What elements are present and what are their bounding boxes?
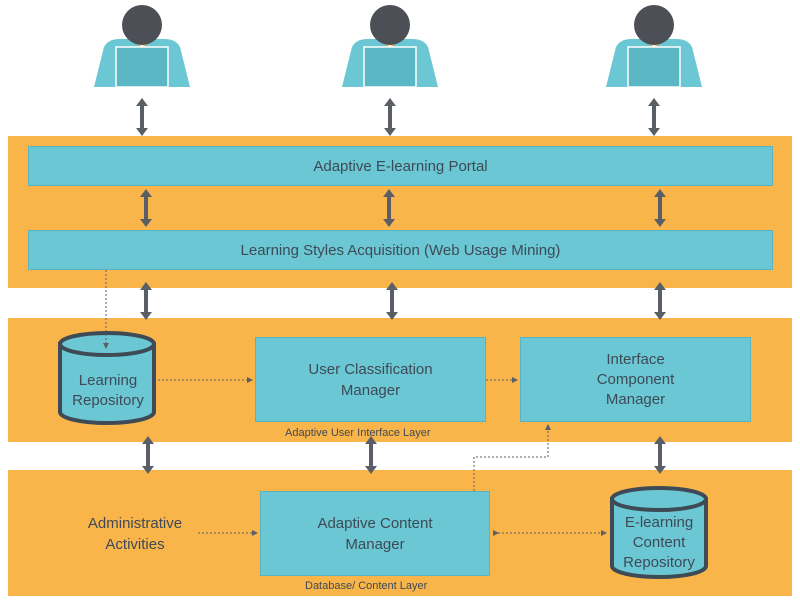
user-icon <box>341 4 439 88</box>
content-repository-line2: Content <box>632 534 686 551</box>
content-layer-caption: Database/ Content Layer <box>305 580 428 592</box>
acquisition-bar: Learning Styles Acquisition (Web Usage M… <box>28 230 773 270</box>
double-arrow-icon <box>384 98 396 136</box>
user-icon <box>93 4 191 88</box>
portal-label: Adaptive E-learning Portal <box>313 157 488 175</box>
acquisition-label: Learning Styles Acquisition (Web Usage M… <box>240 241 561 259</box>
admin-line2: Activities <box>105 536 165 553</box>
learning-repository-line1: Learning <box>78 372 138 389</box>
double-arrow-icon <box>142 436 154 474</box>
learning-repository-label: Learning Repository <box>60 371 156 411</box>
admin-line1: Administrative <box>87 515 183 532</box>
interface-component-box: Interface Component Manager <box>520 337 751 422</box>
double-arrow-icon <box>386 282 398 320</box>
content-repository-label: E-learning Content Repository <box>611 513 707 573</box>
learning-repository-line2: Repository <box>72 392 144 409</box>
double-arrow-icon <box>383 189 395 227</box>
user-classification-line2: Manager <box>340 381 401 399</box>
portal-bar: Adaptive E-learning Portal <box>28 146 773 186</box>
interface-component-line3: Manager <box>605 390 666 408</box>
user-classification-line1: User Classification <box>308 360 433 378</box>
double-arrow-icon <box>654 189 666 227</box>
interface-component-line2: Component <box>596 370 675 388</box>
double-arrow-icon <box>654 282 666 320</box>
user-classification-box: User Classification Manager <box>255 337 486 422</box>
content-manager-to-interface-connector <box>473 424 551 491</box>
content-repository-line1: E-learning <box>624 514 694 531</box>
double-arrow-icon <box>140 282 152 320</box>
database-icon <box>58 331 156 425</box>
content-repository-line3: Repository <box>623 554 695 571</box>
user-icon <box>605 4 703 88</box>
interface-component-line1: Interface <box>606 350 665 368</box>
double-arrow-icon <box>140 189 152 227</box>
admin-activities-text: Administrative Activities <box>70 513 200 555</box>
database-icon <box>610 486 708 579</box>
double-arrow-icon <box>648 98 660 136</box>
double-arrow-icon <box>654 436 666 474</box>
content-manager-line2: Manager <box>345 535 405 553</box>
double-arrow-icon <box>136 98 148 136</box>
ui-layer-caption: Adaptive User Interface Layer <box>285 427 431 439</box>
content-manager-box: Adaptive Content Manager <box>260 491 490 576</box>
double-arrow-icon <box>365 436 377 474</box>
content-manager-line1: Adaptive Content <box>317 514 433 532</box>
